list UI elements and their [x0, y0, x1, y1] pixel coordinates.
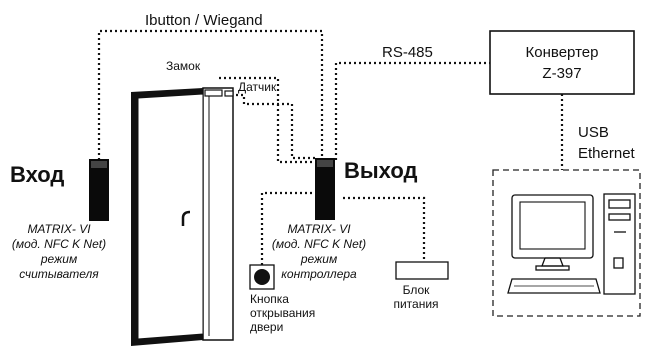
system-unit-icon [603, 193, 636, 295]
pc-dashed-frame [492, 169, 641, 317]
wire-ibutton-wiegand [97, 29, 324, 160]
ethernet-label: Ethernet [578, 145, 636, 162]
controller-caption-line3: режим [300, 252, 337, 266]
monitor-icon [511, 194, 594, 271]
wire-lock [219, 76, 318, 164]
exit-controller [315, 158, 335, 220]
converter-label-line1: Конвертер [526, 44, 599, 61]
exit-button-icon [254, 269, 270, 285]
exit-label: Выход [344, 158, 418, 183]
door-leaf [137, 93, 204, 340]
pc-workstation [492, 169, 641, 317]
reader-caption-line2: (мод. NFC K Net) [12, 237, 106, 251]
controller-caption-line1: MATRIX- VI [287, 222, 351, 236]
door [131, 87, 234, 346]
entry-reader-body [89, 159, 109, 221]
wire-sensor [231, 93, 318, 160]
power-supply-box [395, 261, 449, 280]
exit-controller-body [315, 158, 335, 220]
converter-label-line2: Z-397 [542, 65, 581, 82]
exit-button-label-line1: Кнопка [250, 292, 289, 306]
rs485-label: RS-485 [382, 44, 433, 61]
usb-label: USB [578, 124, 609, 141]
lock-label: Замок [166, 59, 201, 73]
wiring [97, 29, 564, 265]
sensor-device [224, 90, 234, 97]
sensor-label: Датчик [238, 80, 277, 94]
wire-exit-button [260, 191, 318, 265]
exit-button-label-line3: двери [250, 320, 283, 334]
controller-caption-line2: (мод. NFC K Net) [272, 237, 366, 251]
converter-z397: Конвертер Z-397 [489, 30, 635, 95]
converter-box [489, 30, 635, 95]
entry-reader [89, 159, 109, 221]
reader-caption-line1: MATRIX- VI [27, 222, 91, 236]
wire-power-supply [343, 196, 426, 262]
reader-caption-line3: режим [40, 252, 77, 266]
keyboard-icon [507, 278, 601, 294]
entry-label: Вход [10, 162, 64, 187]
door-frame [202, 87, 234, 341]
ibutton-wiegand-label: Ibutton / Wiegand [145, 12, 263, 29]
wire-rs485 [334, 61, 490, 160]
exit-button-device [249, 264, 275, 290]
power-supply-label-line1: Блок [403, 283, 431, 297]
door-handle-icon [181, 210, 191, 226]
controller-caption-line4: контроллера [281, 267, 357, 281]
reader-caption-line4: считывателя [19, 267, 99, 281]
power-supply-label-line2: питания [393, 297, 438, 311]
lock-device [204, 89, 223, 97]
exit-button-label-line2: открывания [250, 306, 315, 320]
